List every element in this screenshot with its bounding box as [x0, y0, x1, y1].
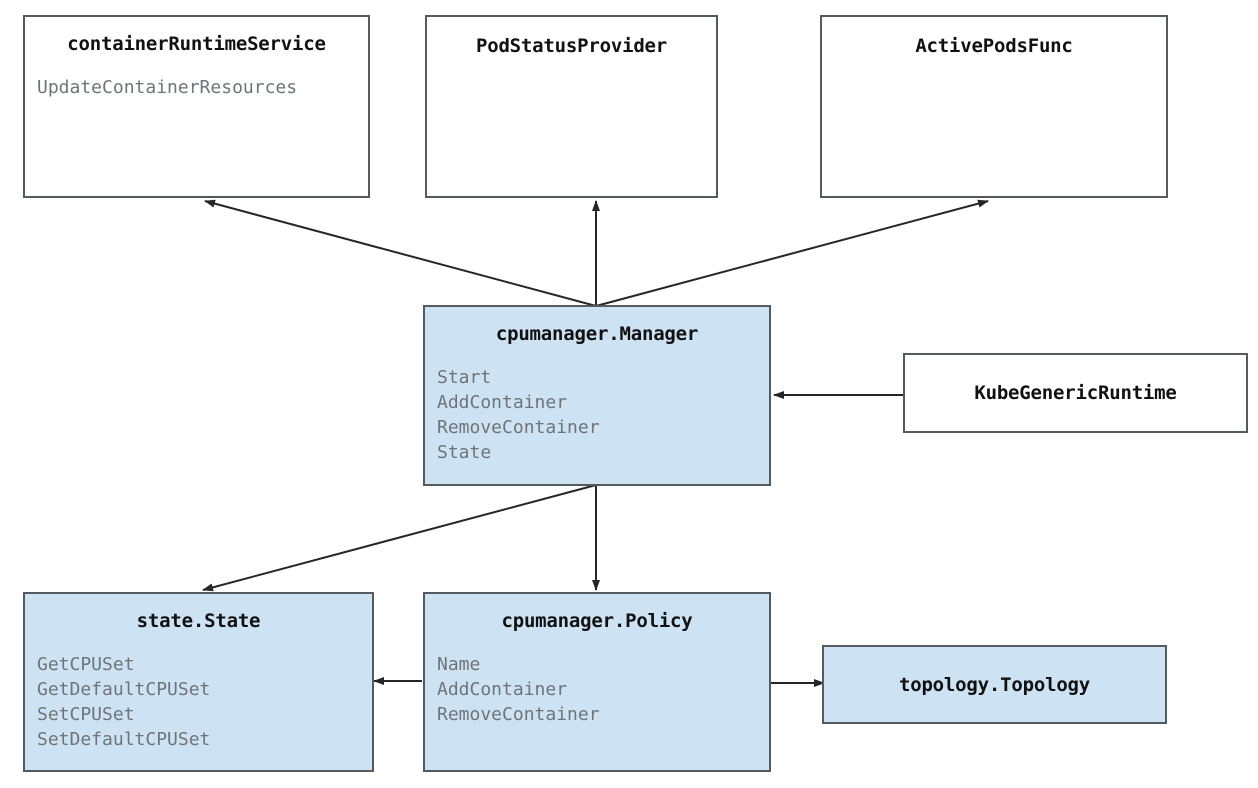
node-title: cpumanager.Manager	[495, 323, 699, 345]
node-member: State	[437, 442, 492, 463]
node-member: SetCPUSet	[37, 704, 135, 725]
edge-manager-to-state-state	[202, 484, 597, 592]
node-cpumanager-manager[interactable]: cpumanager.Manager Start AddContainer Re…	[423, 305, 771, 486]
edge-manager-to-active-pods-func	[595, 199, 989, 307]
node-title: KubeGenericRuntime	[974, 382, 1177, 404]
node-members: Name AddContainer RemoveContainer	[437, 652, 769, 727]
node-member: AddContainer	[437, 679, 568, 700]
edge-manager-to-container-runtime-service	[204, 199, 597, 307]
node-members: GetCPUSet GetDefaultCPUSet SetCPUSet Set…	[37, 652, 372, 752]
node-members: UpdateContainerResources	[37, 75, 368, 100]
node-member: GetCPUSet	[37, 654, 135, 675]
node-cpumanager-policy[interactable]: cpumanager.Policy Name AddContainer Remo…	[423, 592, 771, 772]
node-member: RemoveContainer	[437, 417, 600, 438]
node-kube-generic-runtime[interactable]: KubeGenericRuntime	[903, 353, 1248, 433]
node-member: RemoveContainer	[437, 704, 600, 725]
node-title: ActivePodsFunc	[915, 35, 1073, 57]
node-title: cpumanager.Policy	[501, 610, 693, 632]
node-member: AddContainer	[437, 392, 568, 413]
node-member: UpdateContainerResources	[37, 77, 298, 98]
node-title: containerRuntimeService	[67, 33, 326, 55]
node-member: Name	[437, 654, 481, 675]
node-member: GetDefaultCPUSet	[37, 679, 211, 700]
node-topology-topology[interactable]: topology.Topology	[822, 645, 1167, 724]
node-members: Start AddContainer RemoveContainer State	[437, 365, 769, 465]
node-active-pods-func[interactable]: ActivePodsFunc	[820, 15, 1168, 198]
node-pod-status-provider[interactable]: PodStatusProvider	[425, 15, 718, 198]
node-title: state.State	[136, 610, 261, 632]
node-title: topology.Topology	[898, 673, 1091, 696]
node-state-state[interactable]: state.State GetCPUSet GetDefaultCPUSet S…	[23, 592, 374, 772]
node-container-runtime-service[interactable]: containerRuntimeService UpdateContainerR…	[23, 15, 370, 198]
node-member: SetDefaultCPUSet	[37, 729, 211, 750]
node-member: Start	[437, 367, 492, 388]
node-title: PodStatusProvider	[475, 35, 668, 57]
